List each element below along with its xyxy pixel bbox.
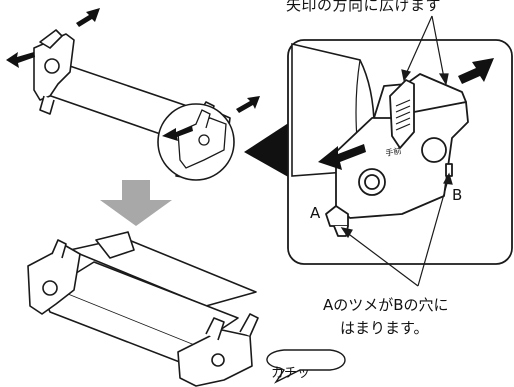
arrow-right-small-mid [236, 96, 260, 113]
callout-box: 手前 [287, 15, 513, 287]
spread-arrows-small [6, 8, 260, 113]
direction-caption: 矢印の方向に広げます [286, 0, 442, 14]
ribbon-cassette-assembled [27, 231, 259, 387]
leader-line-b [417, 179, 449, 287]
arrow-right-small-top [76, 8, 100, 27]
arrow-left-large [318, 144, 366, 170]
click-sound-bubble [266, 349, 346, 384]
callout-pointer [244, 122, 290, 178]
hook-caption-line1: AのツメがBの穴に [323, 296, 449, 314]
arrow-right-large [458, 58, 494, 84]
magnify-circle [157, 103, 235, 181]
part-imprint-text: 手前 [385, 145, 402, 158]
arrow-left-small [6, 52, 35, 68]
leader-line-2 [431, 15, 445, 79]
label-b: B [452, 186, 463, 204]
click-sound-text: カチッ [271, 366, 311, 381]
step-down-arrow [100, 180, 172, 226]
hook-caption-line2: はまります。 [340, 319, 429, 337]
label-a: A [310, 204, 321, 222]
leader-line-a [345, 231, 419, 287]
leader-line-1 [405, 15, 433, 75]
